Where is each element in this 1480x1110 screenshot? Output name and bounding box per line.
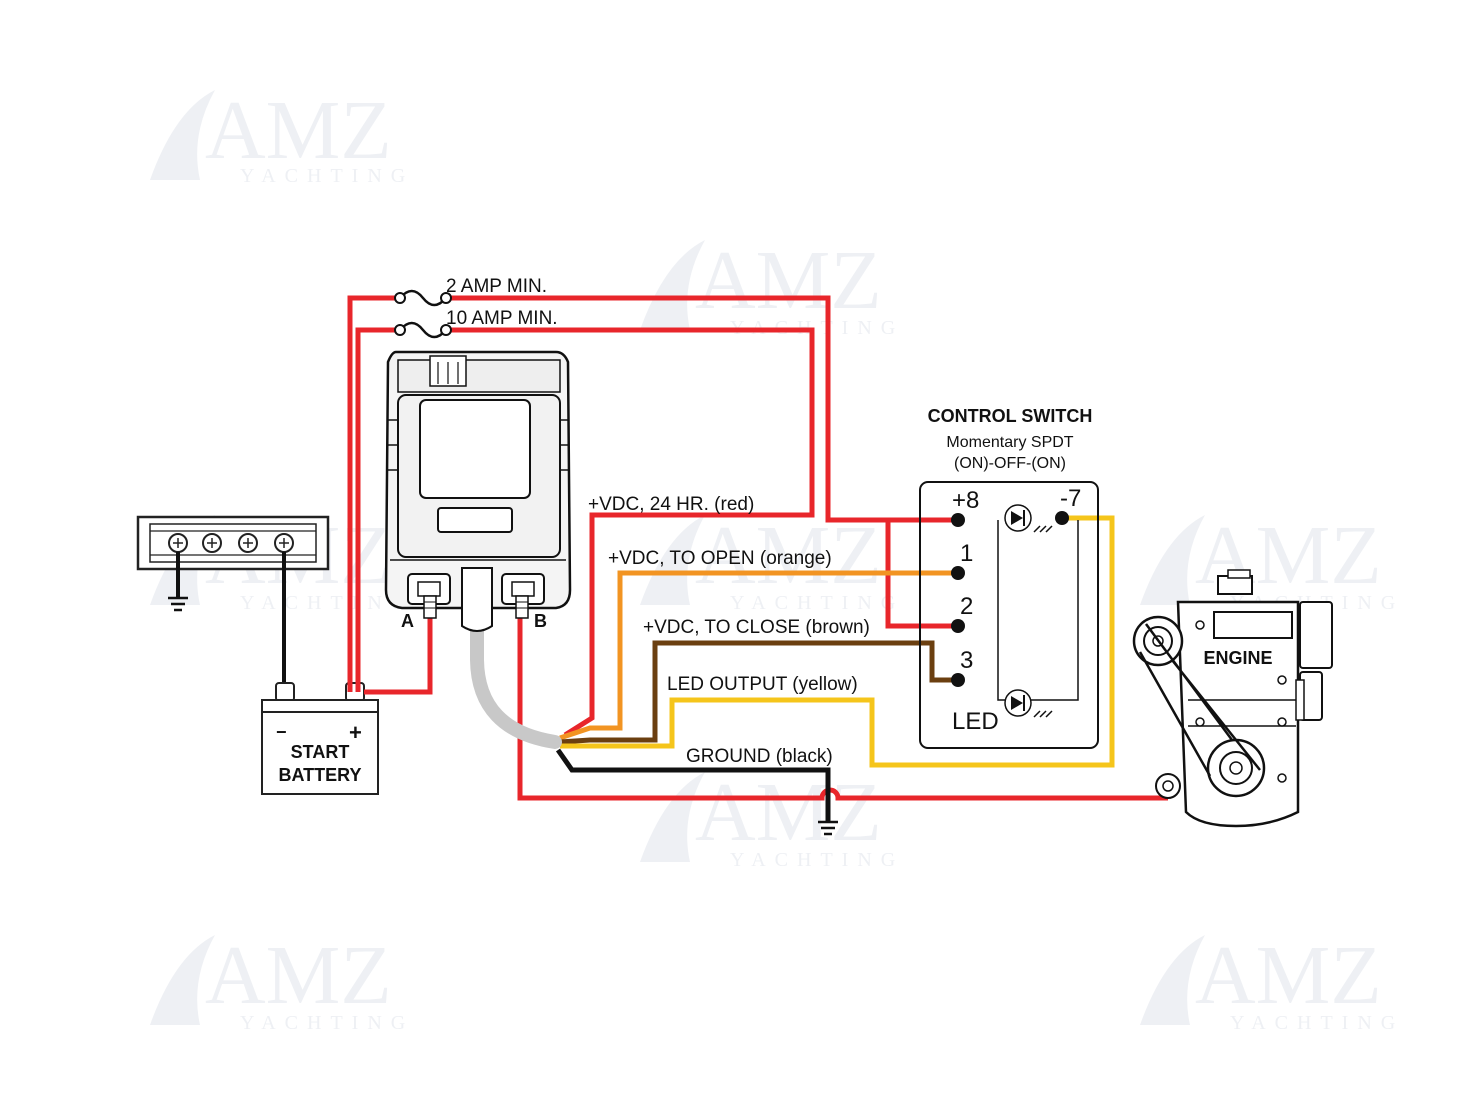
pin-2-dot [951, 619, 965, 633]
battery-minus-sign: − [276, 722, 287, 742]
watermark-center: AMZ YACHTING [640, 509, 904, 614]
pin-3-dot [951, 673, 965, 687]
watermark-bottom-right: AMZ YACHTING [1140, 929, 1404, 1034]
wire-jumper-8-2 [885, 520, 958, 629]
watermark-sub: YACHTING [240, 1012, 414, 1034]
watermark-sub: YACHTING [730, 592, 904, 614]
relay-cable [470, 613, 562, 749]
ground-symbol [168, 596, 188, 612]
pin-plus8-label: +8 [952, 487, 979, 514]
bus-bar-screw [238, 533, 258, 553]
watermark-sub: YACHTING [1230, 1012, 1404, 1034]
control-switch-subtitle: Momentary SPDT [946, 434, 1073, 451]
watermark-top-left: AMZ YACHTING [150, 84, 414, 187]
wire-battery-to-a [364, 610, 433, 695]
wire-brown [559, 640, 958, 745]
watermark-center-bottom: AMZ YACHTING [640, 766, 904, 871]
control-switch-title: CONTROL SWITCH [928, 406, 1093, 426]
ground-bus-bar [136, 515, 330, 571]
led-diode-lower [1004, 689, 1053, 718]
bus-bar-screw [168, 533, 188, 553]
watermark-brand: AMZ [695, 509, 882, 602]
control-switch-mode: (ON)-OFF-(ON) [954, 455, 1066, 472]
engine-label: ENGINE [1203, 648, 1272, 668]
watermark-brand: AMZ [205, 84, 392, 177]
pin-1-dot [951, 566, 965, 580]
wire-fuse-2a [347, 295, 958, 692]
watermark-right-middle: AMZ YACHTING [1140, 509, 1395, 614]
wire-label-black: GROUND (black) [686, 746, 833, 767]
pin-minus7-dot [1055, 511, 1069, 525]
wire-yellow [560, 515, 1115, 768]
ground-symbol [818, 820, 838, 836]
watermark-brand: AMZ [205, 929, 392, 1022]
watermark-sub: YACHTING [240, 592, 414, 614]
watermark-sub: YACHTING [730, 849, 904, 871]
fuse-10a-label: 10 AMP MIN. [446, 308, 558, 329]
start-battery: − + START BATTERY [261, 682, 379, 795]
fuse-2a-label: 2 AMP MIN. [446, 276, 547, 297]
terminal-a-label: A [401, 611, 414, 631]
wire-label-orange: +VDC, TO OPEN (orange) [608, 548, 832, 569]
pin-2-label: 2 [960, 593, 973, 620]
pin-minus7-label: -7 [1060, 485, 1081, 512]
fuse-10a [394, 321, 452, 339]
battery-label-line1: START [291, 742, 350, 762]
wire-black [555, 748, 831, 822]
fuse-2a [394, 289, 452, 307]
bus-bar-screw [202, 533, 222, 553]
battery-switch-relay [384, 350, 572, 632]
control-switch [919, 481, 1099, 749]
pin-plus8-dot [951, 513, 965, 527]
relay-terminal-b [501, 573, 545, 619]
led-diode-upper [1004, 504, 1053, 533]
battery-label-line2: BATTERY [279, 765, 362, 785]
wire-label-red: +VDC, 24 HR. (red) [588, 494, 754, 515]
bus-bar-screw [274, 533, 294, 553]
watermark-sub: YACHTING [240, 165, 414, 187]
wire-fuse-10a [355, 327, 815, 738]
pin-3-label: 3 [960, 647, 973, 674]
engine [1132, 569, 1333, 828]
watermark-brand: AMZ [1195, 929, 1382, 1022]
wire-label-brown: +VDC, TO CLOSE (brown) [643, 617, 870, 638]
watermark-brand: AMZ [695, 766, 882, 859]
terminal-b-label: B [534, 611, 547, 631]
relay-terminal-a [407, 573, 451, 619]
wire-label-yellow: LED OUTPUT (yellow) [667, 674, 858, 695]
wire-orange [559, 570, 958, 741]
watermark-brand: AMZ [695, 234, 882, 327]
watermark-center-top: AMZ YACHTING [640, 234, 895, 339]
pin-1-label: 1 [960, 540, 973, 567]
battery-plus-sign: + [349, 720, 362, 745]
led-label: LED [952, 708, 999, 735]
watermark-bottom-left: AMZ YACHTING [150, 929, 414, 1034]
